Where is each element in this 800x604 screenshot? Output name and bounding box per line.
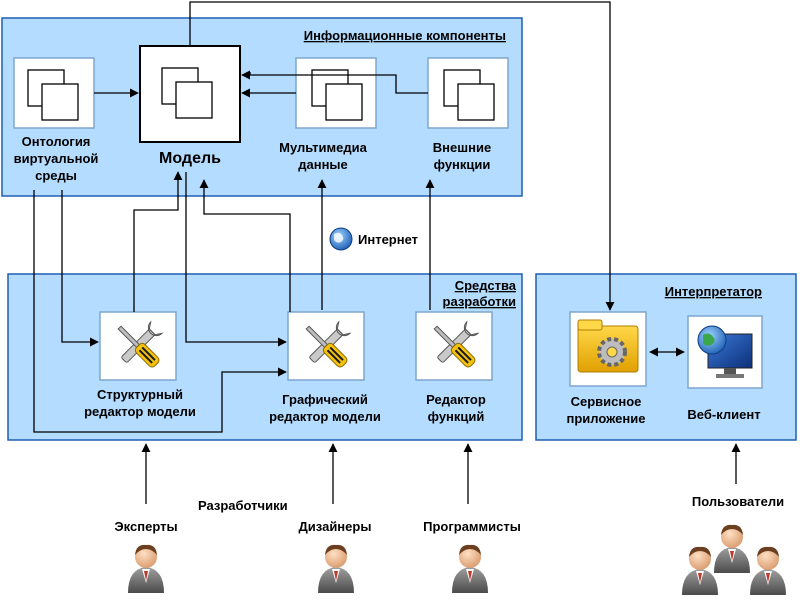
programmers-label: Программисты: [423, 519, 521, 534]
service-application-label-2: приложение: [567, 411, 646, 426]
web-client: Веб-клиент: [687, 315, 763, 422]
designer-person-icon: [318, 544, 354, 593]
function-editor: Редактор функций: [415, 311, 493, 424]
model-component: Модель: [139, 45, 241, 167]
function-editor-label-2: функций: [428, 409, 485, 424]
internet: Интернет: [329, 227, 418, 251]
multimedia-label-2: данные: [298, 157, 348, 172]
service-application: Сервисное приложение: [567, 311, 647, 426]
web-client-label: Веб-клиент: [687, 407, 760, 422]
ontology-component: Онтология виртуальной среды: [13, 57, 99, 183]
interpreter-title: Интерпретатор: [665, 284, 762, 299]
experts-label: Эксперты: [114, 519, 177, 534]
info-components-title: Информационные компоненты: [304, 28, 506, 43]
ontology-label-3: среды: [35, 168, 77, 183]
external-functions-label-2: функции: [434, 157, 491, 172]
expert-person-icon: [128, 544, 164, 593]
dev-tools-title-line2: разработки: [443, 294, 516, 309]
designers-label: Дизайнеры: [299, 519, 372, 534]
user-person-icon-3: [750, 546, 786, 595]
structural-editor-label-1: Структурный: [97, 387, 183, 402]
connectors: [33, 1, 741, 504]
ontology-label-2: виртуальной: [14, 151, 99, 166]
designers: Дизайнеры: [299, 519, 372, 593]
internet-label: Интернет: [358, 232, 418, 247]
function-editor-label-1: Редактор: [426, 392, 486, 407]
users-label: Пользователи: [692, 494, 784, 509]
multimedia-label-1: Мультимедиа: [279, 140, 367, 155]
users: Пользователи: [682, 494, 786, 595]
graphic-editor-label-2: редактор модели: [269, 409, 381, 424]
external-functions-label-1: Внешние: [433, 140, 491, 155]
folder-gear-icon: [577, 319, 639, 373]
monitor-globe-icon: [697, 325, 753, 378]
user-person-icon-1: [714, 524, 750, 573]
model-label: Модель: [159, 150, 221, 167]
service-application-label-1: Сервисное: [571, 394, 642, 409]
experts: Эксперты: [114, 519, 178, 593]
programmers: Программисты: [423, 519, 521, 593]
graphic-editor-label-1: Графический: [282, 392, 368, 407]
structural-editor: Структурный редактор модели: [84, 311, 196, 419]
ontology-label-1: Онтология: [22, 134, 91, 149]
multimedia-component: Мультимедиа данные: [279, 57, 377, 172]
programmer-person-icon: [452, 544, 488, 593]
structural-editor-label-2: редактор модели: [84, 404, 196, 419]
graphic-editor: Графический редактор модели: [269, 311, 381, 424]
external-functions-component: Внешние функции: [427, 57, 509, 172]
developers-label: Разработчики: [198, 498, 288, 513]
user-person-icon-2: [682, 546, 718, 595]
dev-tools-title-line1: Средства: [455, 278, 517, 293]
